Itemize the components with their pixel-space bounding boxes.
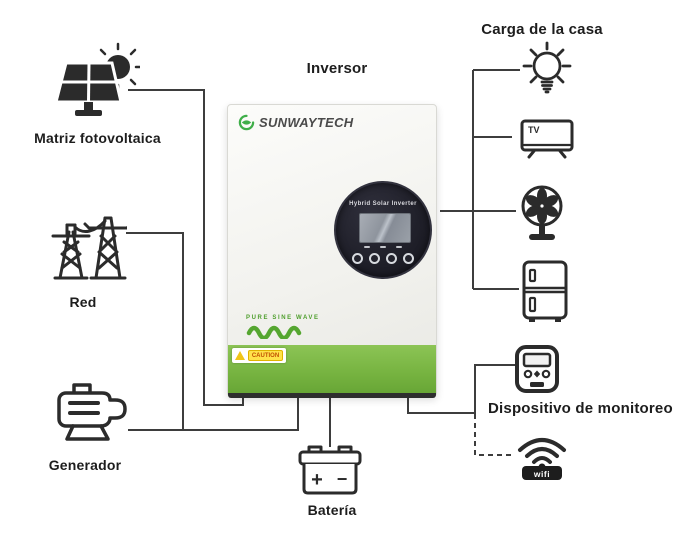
wire-monitor-to-wifi-dashed (474, 414, 512, 456)
sunwaytech-logo-icon (238, 114, 255, 131)
caution-icon (235, 351, 245, 360)
lightbulb-icon (522, 41, 572, 94)
lcd-screen (359, 213, 411, 243)
display-knob (386, 253, 397, 264)
display-indicators (336, 246, 430, 248)
display-title: Hybrid Solar Inverter (349, 201, 417, 207)
brand-name: SUNWAYTECH (259, 115, 354, 130)
solar-panel-icon (54, 42, 140, 116)
fan-icon (521, 185, 563, 240)
tv-icon: TV (520, 119, 574, 159)
inverter-label: Inversor (306, 60, 368, 77)
caution-text: CAUTION (248, 350, 283, 361)
power-tower-icon (51, 216, 127, 280)
battery-label: Batería (307, 502, 357, 518)
monitor-device-icon (515, 345, 559, 393)
solar-label: Matriz fotovoltaica (34, 130, 161, 146)
brand-logo: SUNWAYTECH (238, 114, 353, 131)
wifi-icon: wifi (518, 438, 566, 480)
house-load-label: Carga de la casa (481, 21, 603, 38)
wire-grid-to-inverter (126, 232, 184, 430)
grid-label: Red (69, 294, 97, 310)
inverter-green-band: CAUTION (228, 345, 436, 393)
feature-text: PURE SINE WAVE (246, 315, 320, 321)
battery-icon: + − (298, 445, 362, 495)
wire-inverter-to-monitor (407, 364, 515, 414)
battery-plus-symbol: + (311, 469, 323, 491)
inverter-unit: SUNWAYTECH Hybrid Solar Inverter PURE SI… (227, 104, 437, 398)
inverter-display: Hybrid Solar Inverter (334, 181, 432, 279)
display-knob (403, 253, 414, 264)
wire-solar-to-inverter (128, 89, 244, 406)
caution-label: CAUTION (232, 348, 286, 363)
battery-minus-symbol: − (337, 469, 348, 489)
wire-generator-to-inverter (128, 396, 299, 431)
display-knob (352, 253, 363, 264)
generator-label: Generador (48, 457, 122, 473)
generator-icon (57, 383, 127, 441)
tv-screen-text: TV (528, 125, 540, 135)
monitoring-label: Dispositivo de monitoreo (488, 400, 673, 417)
display-knob (369, 253, 380, 264)
inverter-base-strip (228, 393, 436, 398)
sine-wave-icon (246, 325, 302, 341)
pure-sine-wave-badge: PURE SINE WAVE (246, 315, 320, 344)
wifi-text: wifi (533, 469, 550, 479)
display-buttons (336, 253, 430, 264)
fridge-icon (522, 260, 568, 322)
